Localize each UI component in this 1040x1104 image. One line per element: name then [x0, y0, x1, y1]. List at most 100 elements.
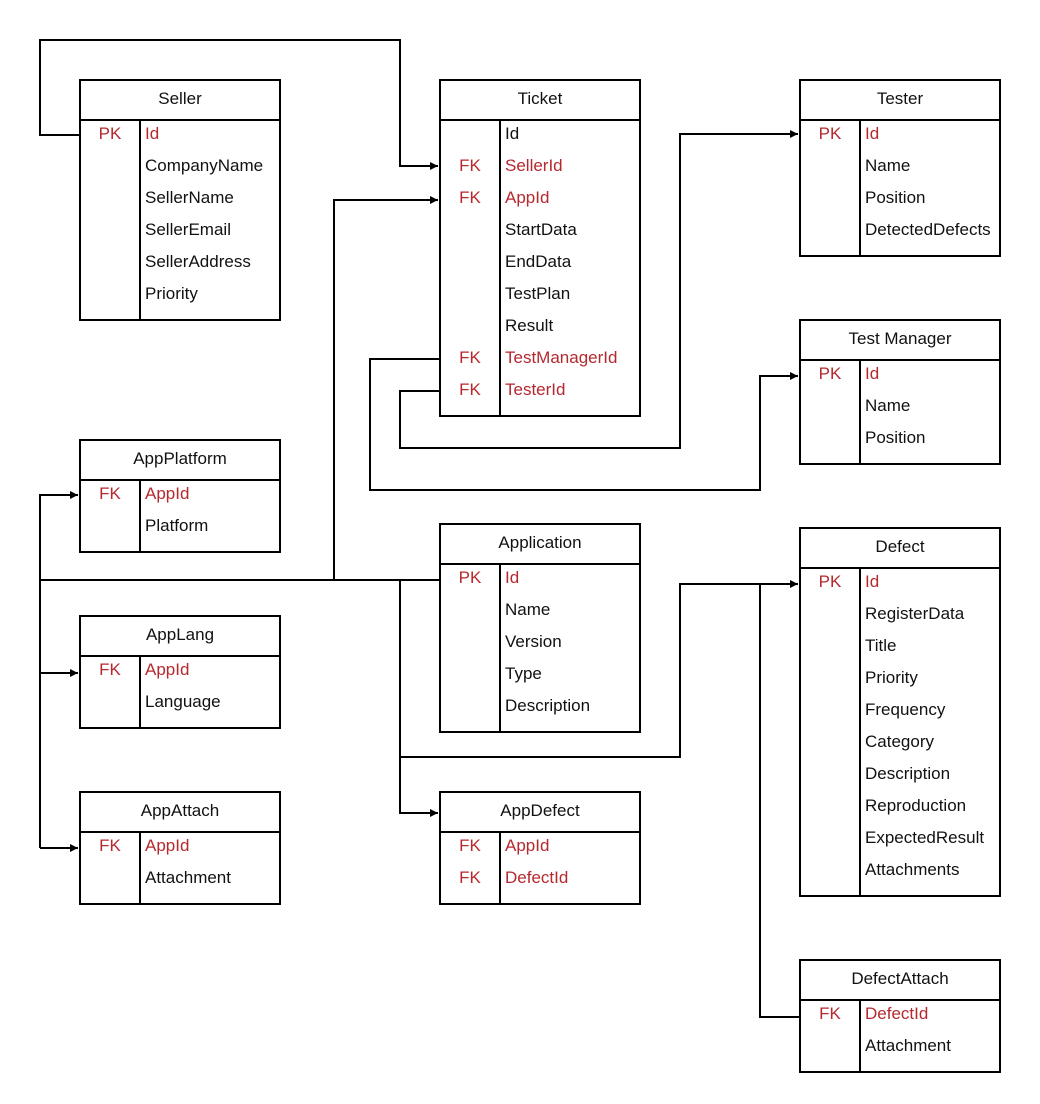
field-name: CompanyName [145, 156, 263, 175]
field-name: Position [865, 428, 925, 447]
key-badge: PK [819, 364, 842, 383]
connector-defect-defectattach [759, 584, 800, 1018]
field-name: DefectId [505, 868, 568, 887]
field-name: Id [865, 364, 879, 383]
field-name: AppId [505, 836, 549, 855]
field-name: Type [505, 664, 542, 683]
entity-title: AppDefect [500, 801, 580, 820]
entity-box [439, 523, 641, 733]
key-badge: FK [459, 348, 481, 367]
field-name: Id [865, 572, 879, 591]
entity-box [799, 79, 1001, 257]
field-name: Id [505, 124, 519, 143]
entity-title: DefectAttach [851, 969, 948, 988]
key-badge: FK [99, 836, 121, 855]
field-name: AppId [145, 484, 189, 503]
field-name: Version [505, 632, 562, 651]
key-badge: PK [99, 124, 122, 143]
entity-title: Defect [875, 537, 924, 556]
entity-box [799, 959, 1001, 1073]
connector-application-ticket [333, 196, 440, 581]
field-name: TestPlan [505, 284, 570, 303]
field-name: AppId [145, 836, 189, 855]
entity-title: Test Manager [849, 329, 952, 348]
connector-seller-ticket [39, 39, 438, 170]
key-badge: FK [99, 660, 121, 679]
field-name: Language [145, 692, 221, 711]
field-name: TestManagerId [505, 348, 617, 367]
field-name: Platform [145, 516, 208, 535]
entity-box [799, 527, 1001, 897]
field-name: SellerName [145, 188, 234, 207]
field-name: Name [865, 156, 910, 175]
field-name: Result [505, 316, 553, 335]
key-badge: PK [819, 572, 842, 591]
field-name: Frequency [865, 700, 946, 719]
key-badge: FK [459, 380, 481, 399]
entity-box [439, 791, 641, 905]
field-name: SellerAddress [145, 252, 251, 271]
key-badge: PK [819, 124, 842, 143]
field-name: StartData [505, 220, 577, 239]
entity-box [79, 791, 281, 905]
entity-title: Seller [158, 89, 202, 108]
entity-box [799, 319, 1001, 465]
connector-application-defect [400, 580, 798, 758]
field-name: Attachment [145, 868, 231, 887]
key-badge: FK [459, 188, 481, 207]
field-name: TesterId [505, 380, 565, 399]
relationship-lines [39, 39, 800, 1018]
field-name: RegisterData [865, 604, 965, 623]
field-name: Attachment [865, 1036, 951, 1055]
field-name: SellerEmail [145, 220, 231, 239]
entity-box [439, 79, 641, 417]
field-name: Priority [865, 668, 918, 687]
connector-to-appplatform [39, 491, 78, 580]
key-badge: FK [819, 1004, 841, 1023]
connector-ticket-tester [399, 130, 798, 449]
key-badge: FK [459, 156, 481, 175]
field-name: Category [865, 732, 934, 751]
entity-title: AppPlatform [133, 449, 227, 468]
field-name: AppId [145, 660, 189, 679]
field-name: Description [505, 696, 590, 715]
field-name: DetectedDefects [865, 220, 991, 239]
field-name: Position [865, 188, 925, 207]
field-name: Reproduction [865, 796, 966, 815]
field-name: Id [505, 568, 519, 587]
connector-application-appdefect [399, 580, 438, 817]
field-name: SellerId [505, 156, 563, 175]
field-name: EndData [505, 252, 572, 271]
field-name: DefectId [865, 1004, 928, 1023]
field-name: Attachments [865, 860, 960, 879]
entity-box [79, 615, 281, 729]
entity-title: AppAttach [141, 801, 219, 820]
field-name: Id [145, 124, 159, 143]
field-name: AppId [505, 188, 549, 207]
entity-title: AppLang [146, 625, 214, 644]
key-badge: FK [459, 836, 481, 855]
key-badge: PK [459, 568, 482, 587]
key-badge: FK [99, 484, 121, 503]
entity-title: Application [498, 533, 581, 552]
entity-box [79, 439, 281, 553]
field-name: Priority [145, 284, 198, 303]
field-name: Description [865, 764, 950, 783]
field-name: Id [865, 124, 879, 143]
field-name: Title [865, 636, 897, 655]
entity-title: Ticket [518, 89, 563, 108]
field-name: Name [865, 396, 910, 415]
entity-title: Tester [877, 89, 924, 108]
